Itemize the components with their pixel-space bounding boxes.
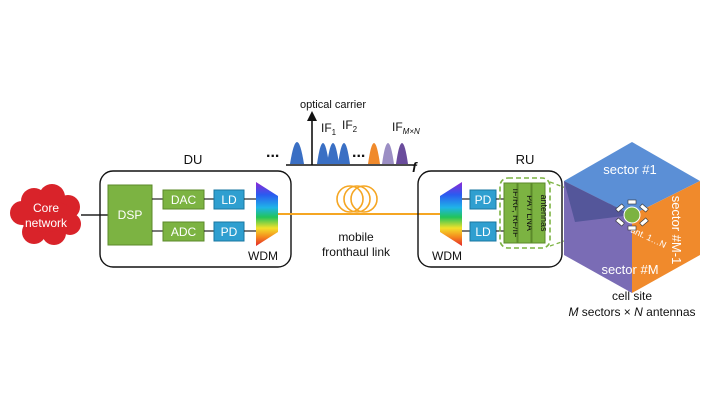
ru-pd-label: PD (475, 193, 492, 207)
du-dac-label: DAC (171, 193, 197, 207)
spectrum: optical carrier ... ... f IF1 IF2 IFM×N (266, 99, 420, 175)
core-network-label-2: network (25, 216, 68, 230)
ru-wdm-prism (440, 182, 462, 246)
antenna-element-icon (639, 217, 649, 227)
antenna-element-icon (615, 203, 625, 213)
du-pd-label: PD (221, 225, 238, 239)
antenna-element-icon (627, 199, 637, 205)
antenna-element-icon (639, 203, 649, 213)
spectrum-peak (338, 143, 350, 164)
if2-label: IF2 (342, 118, 358, 134)
optical-carrier-label: optical carrier (300, 99, 366, 111)
cell-site-hexagon: sector #1 sector #M-1 sector #M ant. 1…N (564, 142, 700, 293)
spectrum-dots-mid: ... (352, 144, 365, 161)
fronthaul-label-2: fronthaul link (322, 245, 391, 259)
sector-1-label: sector #1 (603, 162, 656, 177)
ifmn-label: IFM×N (392, 120, 420, 136)
frequency-axis-label: f (412, 159, 418, 175)
du-dsp-block (107, 184, 153, 246)
spectrum-peak (396, 143, 408, 164)
if1-label: IF1 (321, 121, 337, 137)
antenna-element-icon (627, 225, 637, 231)
sector-shadow-dark (564, 181, 632, 222)
cell-site-caption-detail: M sectors × N antennas (568, 305, 695, 319)
ru-ifrf-block (503, 182, 518, 244)
ru-rf-frontend-group (499, 177, 551, 249)
du-ld-label: LD (221, 193, 237, 207)
ru-ifrf-label: IF/RF, RF/IF (511, 189, 521, 238)
du-wdm-prism (256, 182, 278, 246)
du-adc-label: ADC (171, 225, 197, 239)
du-dsp-label: DSP (118, 208, 143, 222)
spectrum-peak (290, 142, 304, 164)
core-network-cloud: Core network (10, 184, 81, 245)
spectrum-peak (368, 143, 380, 164)
du-wdm-label: WDM (248, 249, 278, 263)
ru-title: RU (516, 152, 535, 167)
fiber-spool-icon (336, 185, 378, 213)
sector-m-1-label: sector #M-1 (669, 196, 684, 265)
ru-pa-lna-label: PA / LNA (525, 195, 535, 231)
antenna-element-icon (615, 217, 625, 227)
ru-antennas-block (531, 182, 546, 244)
spectrum-dots-left: ... (266, 144, 279, 161)
optical-carrier-arrowhead (307, 111, 317, 121)
spectrum-peak (327, 143, 339, 164)
ru-antennas-label: antennas (539, 194, 549, 232)
ru-wdm-label: WDM (432, 249, 462, 263)
cell-site-caption: cell site (612, 289, 652, 303)
sector-m-label: sector #M (601, 262, 658, 277)
antenna-hub-icon (623, 206, 641, 224)
du-title: DU (184, 152, 203, 167)
sector-m-1-region (632, 181, 700, 293)
ru-pa-lna-block (517, 182, 532, 244)
fronthaul-label-1: mobile (338, 230, 374, 244)
spectrum-peak (382, 143, 394, 164)
ru-enclosure (417, 170, 563, 268)
du-enclosure (99, 170, 292, 268)
ru-ld-label: LD (475, 225, 491, 239)
sector-1-region (564, 142, 700, 215)
core-network-label-1: Core (33, 201, 59, 215)
spectrum-peak (317, 143, 329, 164)
